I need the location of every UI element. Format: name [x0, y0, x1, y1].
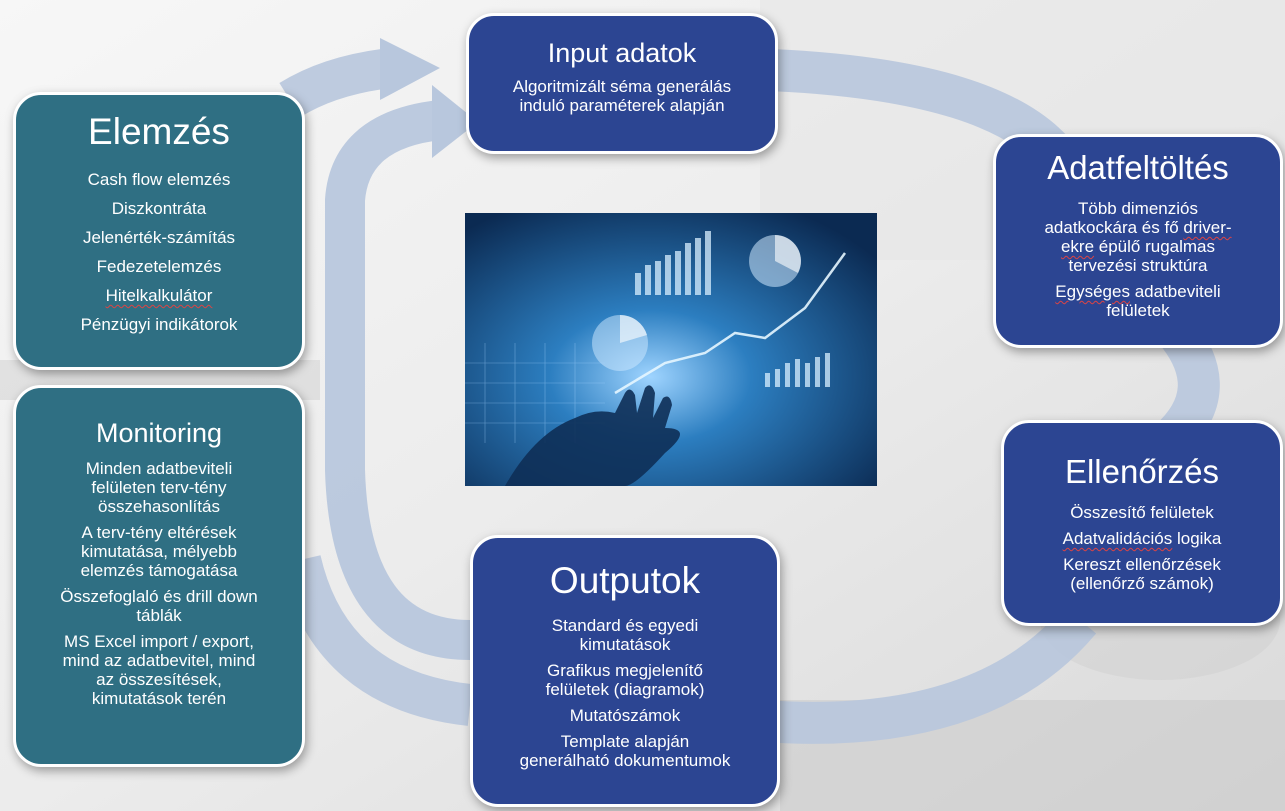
monitoring-line: kimutatások terén	[91, 689, 227, 708]
outputok-line: Grafikus megjelenítő	[547, 661, 703, 680]
ellenorzes-line: Kereszt ellenőrzések	[1063, 555, 1221, 574]
outputok-line: Standard és egyedi	[551, 616, 699, 635]
analytics-hand-photo	[465, 213, 877, 486]
adatfeltoltes-box: Adatfeltöltés Több dimenziós adatkockára…	[993, 134, 1283, 348]
monitoring-line: mind az adatbevitel, mind	[62, 651, 256, 670]
adatfeltoltes-line: felületek	[1106, 301, 1170, 320]
monitoring-box: Monitoring Minden adatbeviteli felületen…	[13, 385, 305, 767]
elemzes-item: Fedezetelemzés	[96, 257, 222, 276]
monitoring-line: felületen terv-tény	[91, 478, 227, 497]
monitoring-line: az összesítések,	[96, 670, 222, 689]
adatfeltoltes-title: Adatfeltöltés	[1047, 149, 1229, 186]
adatfeltoltes-line: Több dimenziós	[1077, 199, 1198, 218]
ellenorzes-box: Ellenőrzés Összesítő felületek Adatvalid…	[1001, 420, 1283, 626]
input-line: induló paraméterek alapján	[519, 96, 725, 115]
monitoring-line: MS Excel import / export,	[64, 632, 254, 651]
monitoring-line: Összefoglaló és drill down	[60, 587, 258, 606]
outputok-line: Template alapján	[560, 732, 690, 751]
elemzes-item: Hitelkalkulátor	[16, 281, 302, 310]
outputok-title: Outputok	[549, 560, 701, 601]
adatfeltoltes-term: ekre	[1060, 237, 1095, 256]
outputok-line: felületek (diagramok)	[545, 680, 705, 699]
monitoring-line: elemzés támogatása	[80, 561, 238, 580]
monitoring-line: Minden adatbeviteli	[85, 459, 233, 478]
adatfeltoltes-term: Egységes	[1055, 282, 1130, 301]
outputok-box: Outputok Standard és egyedi kimutatások …	[470, 535, 780, 807]
elemzes-item: Jelenérték-számítás	[82, 228, 236, 247]
elemzes-item: Cash flow elemzés	[87, 170, 231, 189]
elemzes-item: Diszkontráta	[111, 199, 207, 218]
ellenorzes-line: (ellenőrző számok)	[1070, 574, 1214, 593]
elemzes-box: Elemzés Cash flow elemzés Diszkontráta J…	[13, 92, 305, 370]
input-adatok-box: Input adatok Algoritmizált séma generálá…	[466, 13, 778, 154]
input-adatok-title: Input adatok	[547, 38, 697, 68]
adatfeltoltes-term: driver-	[1183, 218, 1232, 237]
monitoring-line: A terv-tény eltérések	[81, 523, 237, 542]
ellenorzes-title: Ellenőrzés	[1064, 453, 1220, 490]
outputok-line: generálható dokumentumok	[519, 751, 731, 770]
ellenorzes-term: Adatvalidációs	[1062, 529, 1173, 548]
adatfeltoltes-line: tervezési struktúra	[1068, 256, 1208, 275]
elemzes-title: Elemzés	[88, 111, 230, 152]
monitoring-title: Monitoring	[95, 418, 223, 448]
ellenorzes-line: Összesítő felületek	[1070, 503, 1214, 522]
outputok-line: Mutatószámok	[569, 706, 681, 725]
input-line: Algoritmizált séma generálás	[512, 77, 732, 96]
elemzes-item-text: Hitelkalkulátor	[105, 286, 213, 305]
adatfeltoltes-line: ekre épülő rugalmas	[1060, 237, 1216, 256]
monitoring-line: összehasonlítás	[98, 497, 220, 516]
monitoring-line: kimutatása, mélyebb	[81, 542, 237, 561]
ellenorzes-line: Adatvalidációs logika	[1062, 529, 1222, 548]
adatfeltoltes-line: Egységes adatbeviteli	[1055, 282, 1221, 301]
elemzes-item: Pénzügyi indikátorok	[80, 315, 238, 334]
adatfeltoltes-line: adatkockára és fő driver-	[1044, 218, 1232, 237]
monitoring-line: táblák	[136, 606, 182, 625]
outputok-line: kimutatások	[579, 635, 671, 654]
